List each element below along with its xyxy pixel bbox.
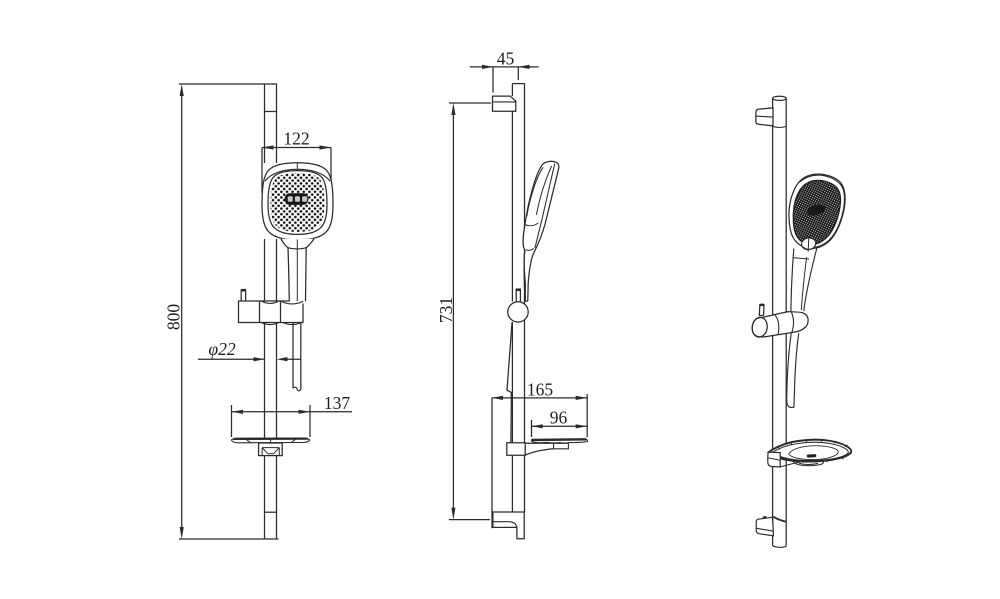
svg-text:165: 165 [527,380,554,400]
svg-text:φ22: φ22 [208,339,235,359]
svg-text:800: 800 [164,304,184,331]
svg-text:96: 96 [550,408,568,428]
svg-text:122: 122 [283,129,309,149]
svg-text:731: 731 [436,297,456,323]
svg-text:45: 45 [497,49,515,69]
svg-text:137: 137 [324,393,351,413]
